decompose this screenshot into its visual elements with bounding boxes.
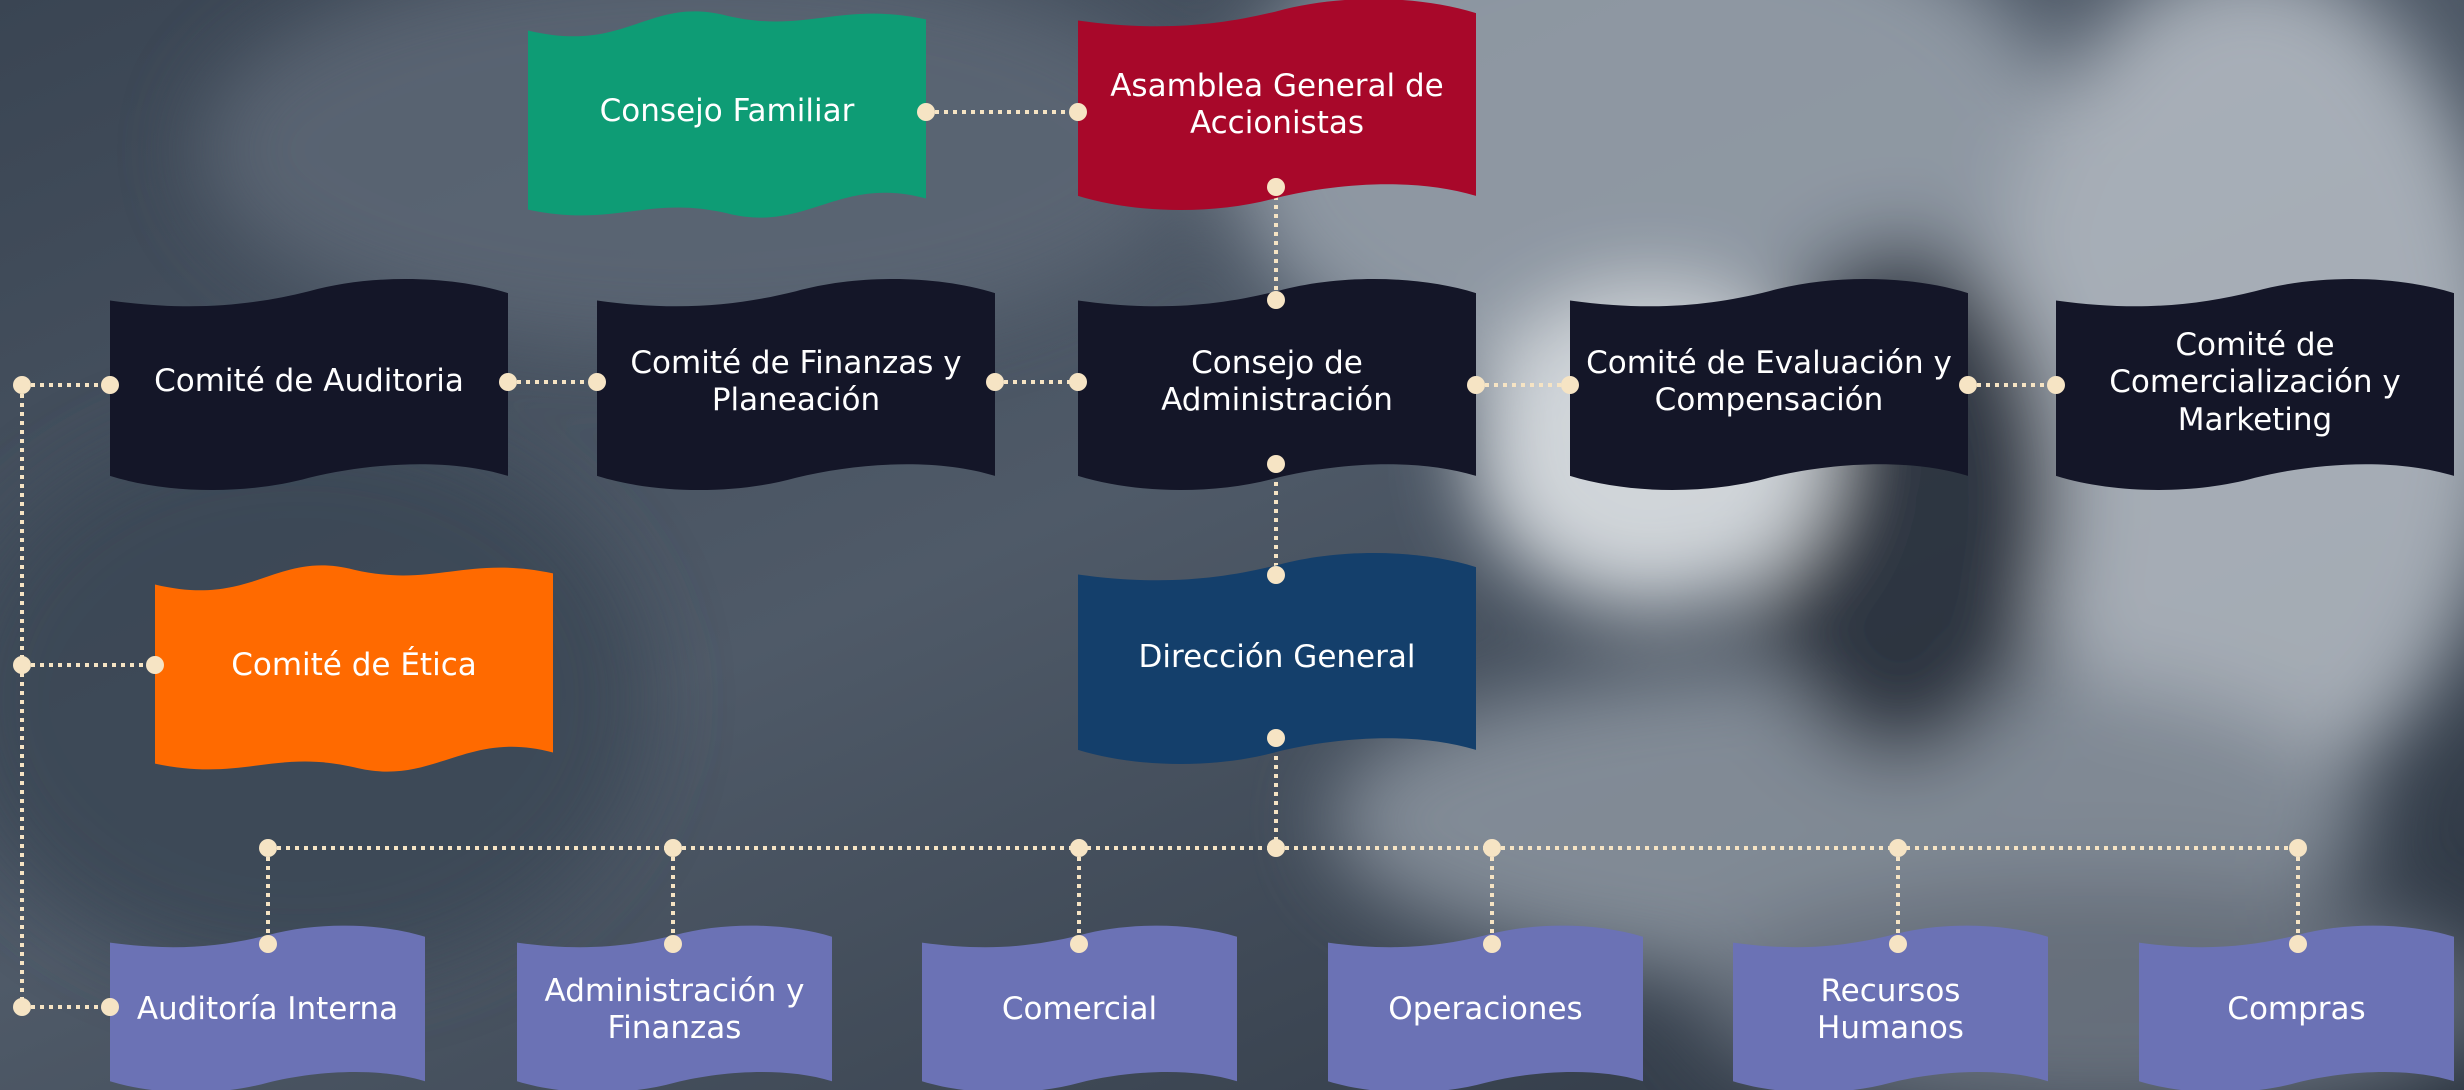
node-label: Comité de Auditoria bbox=[154, 363, 464, 400]
connector-dot bbox=[664, 839, 682, 857]
connector-dot bbox=[986, 373, 1004, 391]
connector-dot bbox=[499, 373, 517, 391]
connector-dot bbox=[13, 998, 31, 1016]
banner-shape-comercial bbox=[922, 925, 1237, 1090]
connector-dot bbox=[101, 998, 119, 1016]
connector-dot bbox=[1267, 291, 1285, 309]
node-label: Administración y Finanzas bbox=[544, 972, 805, 1046]
node-shapes bbox=[110, 0, 2454, 1090]
node-label: Asamblea General de Accionistas bbox=[1110, 67, 1444, 141]
banner-shape-comite-comercializacion bbox=[2056, 278, 2454, 491]
connector-dot bbox=[1267, 729, 1285, 747]
banner-shape-comite-etica bbox=[155, 565, 553, 772]
connector-dot bbox=[1267, 839, 1285, 857]
connector-dot bbox=[259, 935, 277, 953]
connector-dot bbox=[2289, 839, 2307, 857]
banner-shape-recursos-humanos bbox=[1733, 925, 2048, 1090]
node-label: Comité de Evaluación y Compensación bbox=[1586, 344, 1952, 418]
node-label: Comité de Finanzas y Planeación bbox=[630, 344, 962, 418]
node-label: Comité de Comercialización y Marketing bbox=[2109, 327, 2401, 438]
connector-dot bbox=[13, 656, 31, 674]
connector-dot bbox=[1483, 839, 1501, 857]
node-label: Comercial bbox=[1001, 991, 1158, 1028]
node-label: Dirección General bbox=[1138, 639, 1416, 676]
banner-shape-consejo-administracion bbox=[1078, 278, 1476, 491]
node-label: Comité de Ética bbox=[231, 647, 477, 684]
connector-dot bbox=[1889, 935, 1907, 953]
connector-dots bbox=[13, 103, 2307, 1016]
banner-shape-direccion-general bbox=[1078, 552, 1476, 765]
connector-dot bbox=[1483, 935, 1501, 953]
banner-shape-consejo-familiar bbox=[528, 11, 926, 218]
banner-shape-auditoria-interna bbox=[110, 925, 425, 1090]
banner-shape-comite-finanzas bbox=[597, 278, 995, 491]
node-label: Consejo de Administración bbox=[1161, 344, 1393, 418]
connector-dot bbox=[1267, 566, 1285, 584]
connector-lines bbox=[20, 110, 2300, 1009]
connector-dot bbox=[1069, 103, 1087, 121]
connector-dot bbox=[2047, 376, 2065, 394]
node-label: Operaciones bbox=[1388, 991, 1583, 1028]
connector-dot bbox=[2289, 935, 2307, 953]
connector-dot bbox=[1889, 839, 1907, 857]
connector-dot bbox=[1267, 455, 1285, 473]
node-label: Auditoría Interna bbox=[136, 991, 399, 1028]
connector-dot bbox=[1069, 373, 1087, 391]
connector-dot bbox=[588, 373, 606, 391]
connector-dot bbox=[664, 935, 682, 953]
connector-dot bbox=[1070, 935, 1088, 953]
banner-shape-compras bbox=[2139, 925, 2454, 1090]
banner-shape-administracion-finanzas bbox=[517, 925, 832, 1090]
connector-dot bbox=[1959, 376, 1977, 394]
node-label: Consejo Familiar bbox=[599, 93, 855, 130]
node-label: Recursos Humanos bbox=[1817, 972, 1964, 1046]
banner-shape-operaciones bbox=[1328, 925, 1643, 1090]
connector-dot bbox=[1070, 839, 1088, 857]
banner-shape-asamblea-general bbox=[1078, 0, 1476, 210]
banner-shape-comite-evaluacion bbox=[1570, 278, 1968, 491]
connector-dot bbox=[917, 103, 935, 121]
connector-dot bbox=[259, 839, 277, 857]
connector-dot bbox=[1561, 376, 1579, 394]
connector-dot bbox=[146, 656, 164, 674]
connector-dot bbox=[1267, 178, 1285, 196]
connector-dot bbox=[101, 376, 119, 394]
banner-shape-comite-auditoria bbox=[110, 278, 508, 491]
connector-dot bbox=[13, 376, 31, 394]
node-label: Compras bbox=[2227, 991, 2366, 1028]
connector-dot bbox=[1467, 376, 1485, 394]
